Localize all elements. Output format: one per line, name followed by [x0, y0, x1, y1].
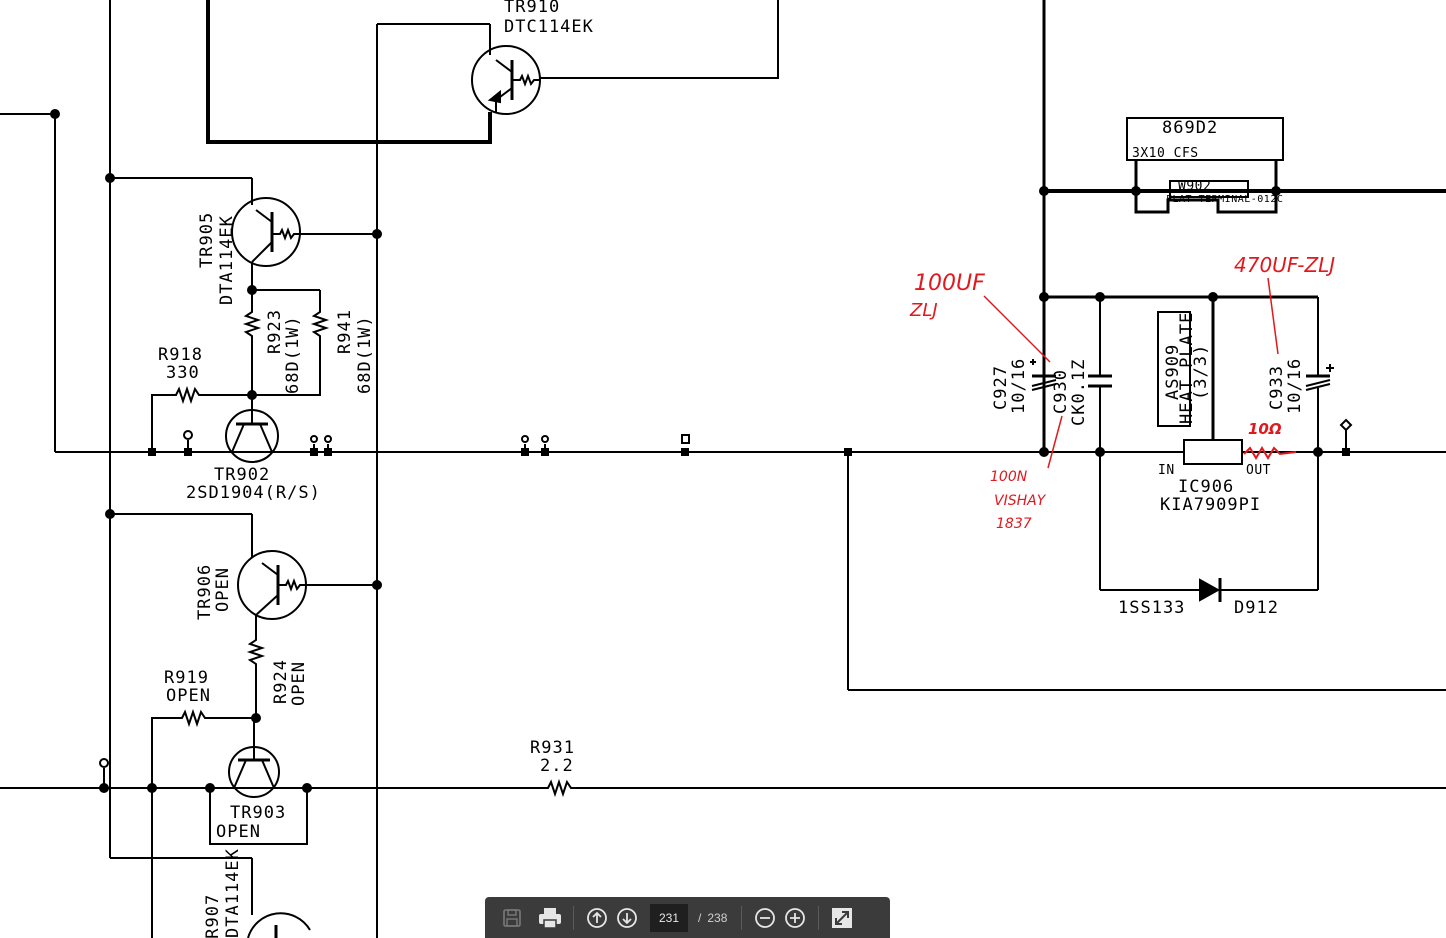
label-r931-value: 2.2: [540, 756, 574, 776]
previous-page-button[interactable]: [582, 903, 612, 933]
label-tr910-part: DTC114EK: [504, 17, 594, 37]
label-ic906-part: KIA7909PI: [1160, 495, 1261, 515]
label-tr903-value: OPEN: [216, 822, 261, 842]
label-r924: R924: [271, 659, 291, 704]
label-c933: C933: [1267, 365, 1287, 410]
label-c927: C927: [991, 365, 1011, 410]
label-tr907-part: DTA114EK: [223, 848, 243, 938]
pdf-toolbar: / 238: [485, 897, 890, 938]
label-tr905-part: DTA114EK: [217, 215, 237, 305]
label-r924-value: OPEN: [289, 661, 309, 706]
zoom-in-icon: [785, 907, 806, 928]
label-c927-value: 10/16: [1009, 358, 1029, 414]
label-tr903: TR903: [230, 803, 286, 823]
toolbar-separator: [741, 905, 743, 930]
fit-page-icon: [832, 907, 853, 928]
label-r919-value: OPEN: [166, 686, 211, 706]
label-connector-part: 869D2: [1162, 118, 1218, 138]
label-tr906-value: OPEN: [213, 567, 233, 612]
zoom-out-button[interactable]: [750, 903, 780, 933]
label-ic-out: OUT: [1246, 463, 1271, 478]
label-as909: AS909: [1163, 344, 1183, 400]
label-tr907: TR907: [203, 894, 223, 938]
next-page-button[interactable]: [612, 903, 642, 933]
save-icon: [503, 908, 521, 927]
arrow-up-icon: [587, 907, 607, 928]
annotation-100n: 100N: [990, 469, 1028, 485]
label-w902: W902: [1178, 179, 1211, 194]
label-r923-value: 68D(1W): [283, 315, 303, 394]
toolbar-separator: [573, 905, 574, 930]
label-connector-desc: 3X10 CFS: [1132, 146, 1199, 161]
label-r931: R931: [530, 738, 575, 758]
annotation-10ohm: 10Ω: [1248, 420, 1282, 438]
annotation-100uf: 100UF: [914, 271, 985, 296]
label-w902-desc: FLAT TERMINAL-012C: [1166, 194, 1283, 205]
label-r941-value: 68D(1W): [355, 315, 375, 394]
print-button[interactable]: [535, 903, 565, 933]
save-button[interactable]: [497, 903, 527, 933]
label-tr902-part: 2SD1904(R/S): [186, 483, 321, 503]
annotation-470uf: 470UF-ZLJ: [1234, 253, 1335, 277]
label-r918: R918: [158, 345, 203, 365]
label-d912: D912: [1234, 598, 1279, 618]
label-c930-value: CK0.1Z: [1069, 359, 1089, 426]
annotation-zlj-1: ZLJ: [909, 300, 938, 321]
total-pages: 238: [707, 910, 728, 925]
print-icon: [539, 907, 561, 929]
label-tr906: TR906: [195, 564, 215, 620]
label-ic-in: IN: [1158, 463, 1175, 478]
label-r918-value: 330: [166, 363, 200, 383]
label-as909-value: (3/3): [1191, 344, 1211, 400]
label-d912-part: 1SS133: [1118, 598, 1185, 618]
label-c930: C930: [1051, 369, 1071, 414]
label-tr910: TR910: [504, 0, 560, 17]
label-r923: R923: [265, 309, 285, 354]
page-separator: /: [698, 910, 702, 925]
zoom-out-icon: [755, 907, 776, 928]
label-as909-desc: HEAT PLATE: [1177, 312, 1197, 424]
label-tr905: TR905: [197, 212, 217, 268]
arrow-down-icon: [617, 907, 637, 928]
label-ic906: IC906: [1178, 477, 1234, 497]
label-r941: R941: [335, 309, 355, 354]
label-c933-value: 10/16: [1285, 358, 1305, 414]
fit-page-button[interactable]: [827, 903, 857, 933]
label-r919: R919: [164, 668, 209, 688]
label-tr902: TR902: [214, 465, 270, 485]
annotation-1837: 1837: [996, 516, 1032, 532]
page-number-input[interactable]: [650, 903, 688, 932]
toolbar-separator: [818, 905, 820, 930]
annotation-vishay: VISHAY: [994, 493, 1047, 509]
zoom-in-button[interactable]: [780, 903, 810, 933]
